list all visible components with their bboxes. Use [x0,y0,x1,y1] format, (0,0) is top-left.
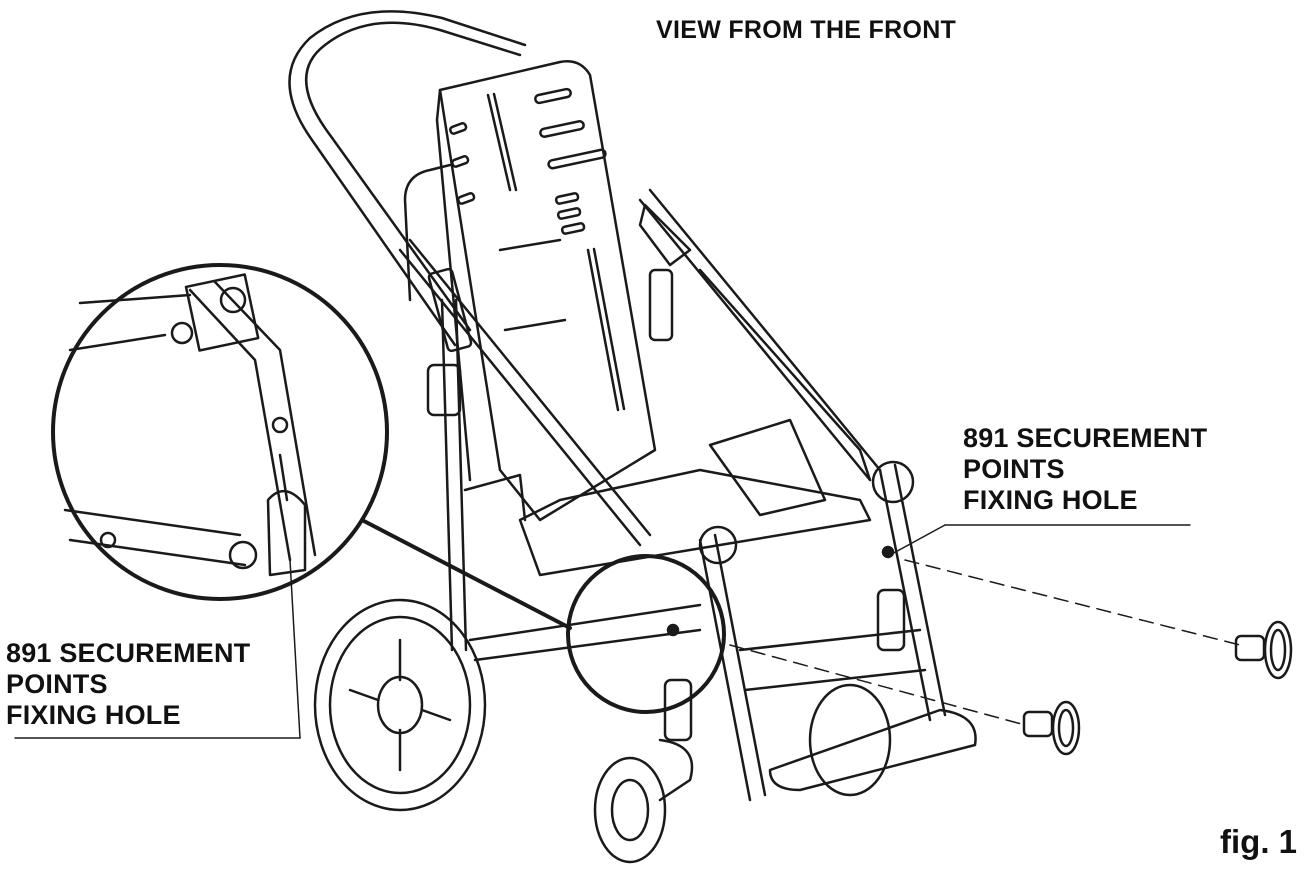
rear-wheel [313,598,487,812]
callout-right-line-2: POINTS [963,454,1065,484]
fixing-hole-right [881,545,895,559]
callout-left-line-2: POINTS [6,669,108,699]
right-clamp [638,203,692,267]
callout-left-line-1: 891 SECUREMENT [6,638,251,668]
fixing-hole-zoom [666,623,680,637]
callout-right-line-3: FIXING HOLE [963,485,1138,515]
side-tubes [398,188,882,547]
front-frame [698,460,947,802]
leader-line-right [889,524,946,556]
callout-left-line-3: FIXING HOLE [6,700,181,730]
callout-right: 891 SECUREMENT POINTS FIXING HOLE [963,423,1207,516]
seat [463,418,872,577]
view-title: VIEW FROM THE FRONT [656,16,957,44]
securement-pin-lower [1022,700,1081,756]
front-caster [593,678,694,864]
footplate [768,708,977,792]
seat-back [435,60,657,522]
guide-dashed-lower [729,644,1026,726]
securement-pin-upper [1234,620,1293,680]
left-frame [426,267,473,652]
rear-frame [403,163,452,302]
lower-bar-2 [473,628,702,662]
leader-line-left [289,559,301,739]
callout-left: 891 SECUREMENT POINTS FIXING HOLE [6,638,250,731]
rear-right-wheel [808,683,892,797]
detail-zoom-circle [51,263,726,714]
right-strut [648,268,674,342]
guide-dashed-upper [904,559,1241,646]
figure-label: fig. 1 [1220,823,1298,860]
callout-right-line-1: 891 SECUREMENT [963,423,1208,453]
lower-bar [468,603,702,642]
push-handle [288,10,527,347]
